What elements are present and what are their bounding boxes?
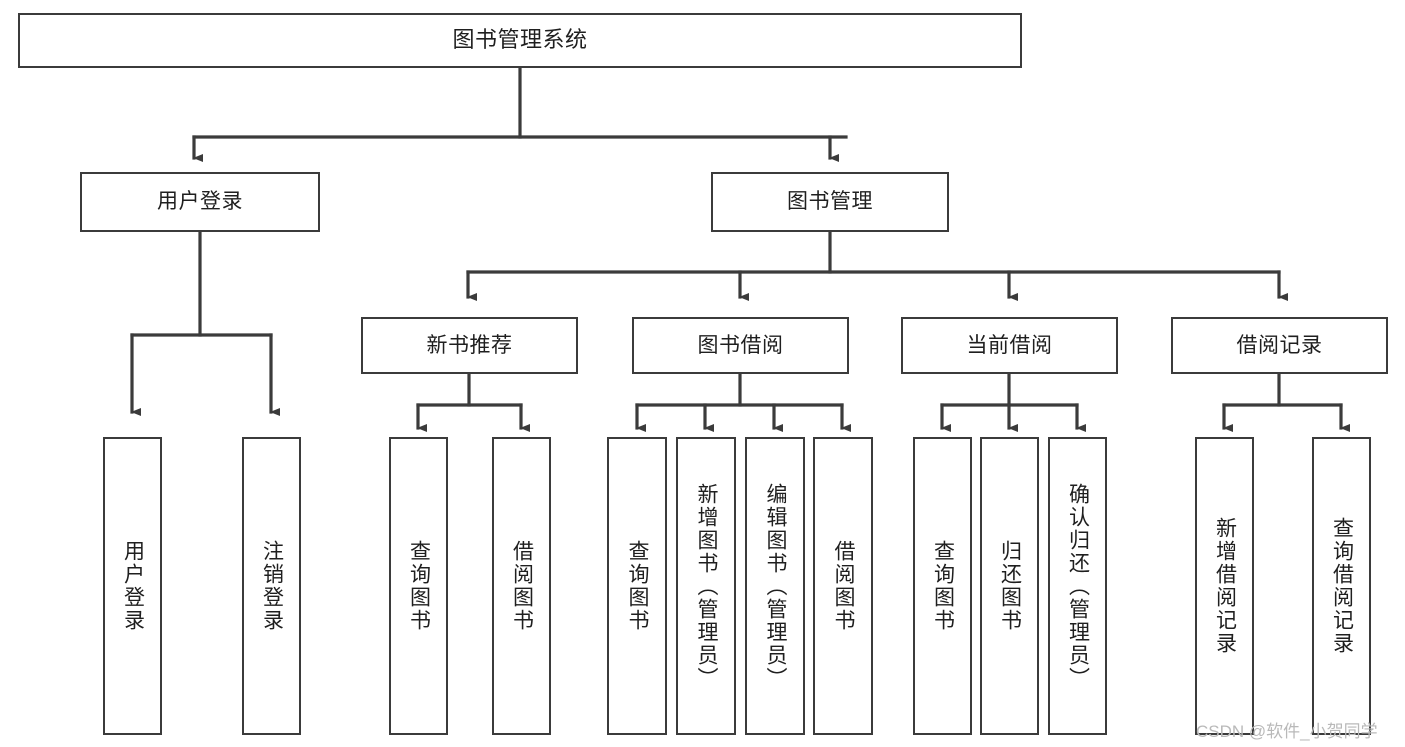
node-user-login[interactable]: 用户登录 bbox=[80, 172, 320, 232]
node-leaf-add-book-label: 新增图书（管理员） bbox=[695, 482, 719, 690]
node-leaf-add-record-label: 新增借阅记录 bbox=[1213, 517, 1237, 655]
node-new-book-recommend[interactable]: 新书推荐 bbox=[361, 317, 578, 374]
node-leaf-query-book-1-label: 查询图书 bbox=[407, 540, 431, 632]
node-leaf-confirm-return[interactable]: 确认归还（管理员） bbox=[1048, 437, 1107, 735]
node-leaf-borrow-book-1[interactable]: 借阅图书 bbox=[492, 437, 551, 735]
node-leaf-borrow-book-2-label: 借阅图书 bbox=[832, 540, 856, 632]
node-leaf-logout-label: 注销登录 bbox=[260, 540, 284, 632]
node-root[interactable]: 图书管理系统 bbox=[18, 13, 1022, 68]
node-leaf-return-book-label: 归还图书 bbox=[998, 540, 1022, 632]
node-leaf-user-login-label: 用户登录 bbox=[121, 540, 145, 632]
node-user-login-label: 用户登录 bbox=[157, 190, 243, 214]
node-leaf-borrow-book-1-label: 借阅图书 bbox=[510, 540, 534, 632]
node-leaf-logout[interactable]: 注销登录 bbox=[242, 437, 301, 735]
node-leaf-query-record-label: 查询借阅记录 bbox=[1330, 517, 1354, 655]
node-book-manage-label: 图书管理 bbox=[787, 190, 873, 214]
node-leaf-edit-book[interactable]: 编辑图书（管理员） bbox=[745, 437, 805, 735]
node-leaf-query-book-2-label: 查询图书 bbox=[626, 540, 650, 632]
node-leaf-query-book-3-label: 查询图书 bbox=[931, 540, 955, 632]
node-root-label: 图书管理系统 bbox=[452, 27, 588, 53]
node-leaf-borrow-book-2[interactable]: 借阅图书 bbox=[813, 437, 873, 735]
node-leaf-confirm-return-label: 确认归还（管理员） bbox=[1066, 482, 1090, 690]
node-leaf-edit-book-label: 编辑图书（管理员） bbox=[764, 482, 788, 690]
node-book-borrow[interactable]: 图书借阅 bbox=[632, 317, 849, 374]
node-borrow-record[interactable]: 借阅记录 bbox=[1171, 317, 1388, 374]
node-leaf-query-book-3[interactable]: 查询图书 bbox=[913, 437, 972, 735]
node-book-borrow-label: 图书借阅 bbox=[697, 333, 784, 357]
node-book-manage[interactable]: 图书管理 bbox=[711, 172, 949, 232]
node-new-book-recommend-label: 新书推荐 bbox=[426, 333, 513, 357]
node-leaf-query-record[interactable]: 查询借阅记录 bbox=[1312, 437, 1371, 735]
node-current-borrow[interactable]: 当前借阅 bbox=[901, 317, 1118, 374]
node-leaf-user-login[interactable]: 用户登录 bbox=[103, 437, 162, 735]
node-leaf-return-book[interactable]: 归还图书 bbox=[980, 437, 1039, 735]
node-leaf-query-book-2[interactable]: 查询图书 bbox=[607, 437, 667, 735]
node-borrow-record-label: 借阅记录 bbox=[1236, 333, 1323, 357]
node-leaf-add-record[interactable]: 新增借阅记录 bbox=[1195, 437, 1254, 735]
node-current-borrow-label: 当前借阅 bbox=[966, 333, 1053, 357]
node-leaf-add-book[interactable]: 新增图书（管理员） bbox=[676, 437, 736, 735]
node-leaf-query-book-1[interactable]: 查询图书 bbox=[389, 437, 448, 735]
watermark-text: CSDN @软件_小贺同学 bbox=[1196, 722, 1378, 741]
